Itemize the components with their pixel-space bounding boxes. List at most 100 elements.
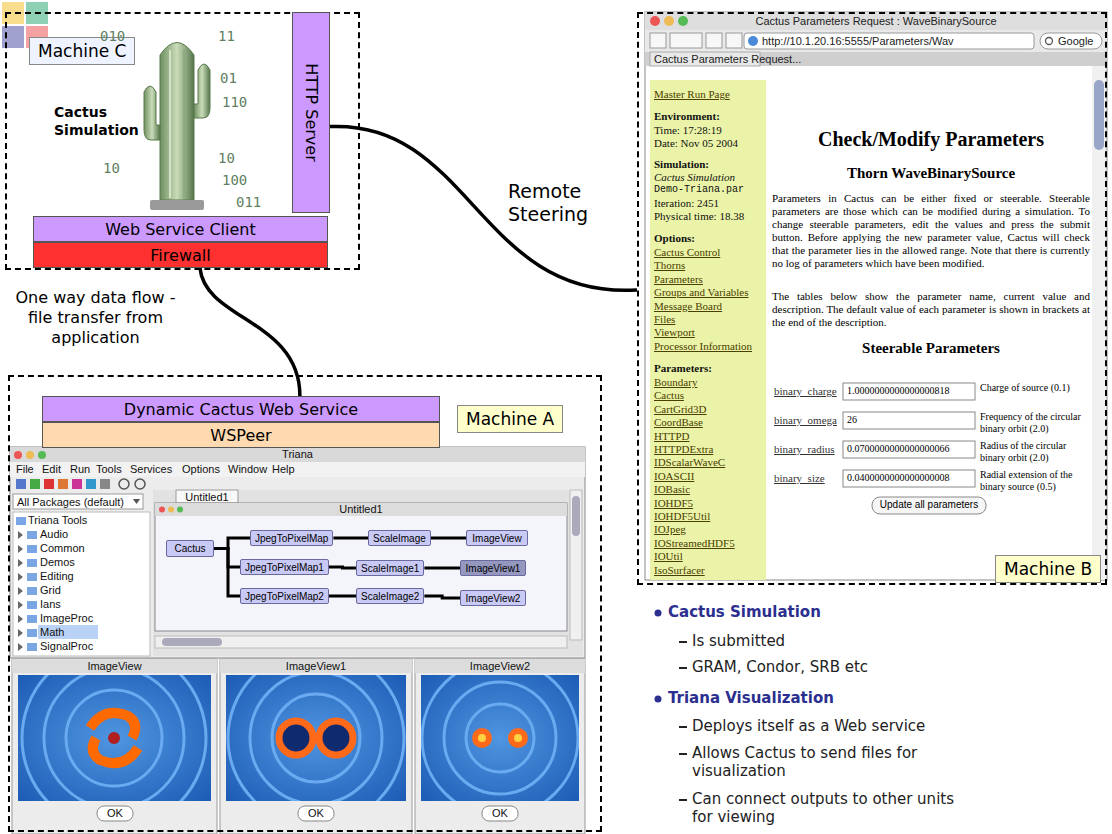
machine-region: Machine ADynamic Cactus Web ServiceWSPee… <box>8 375 602 832</box>
sidebar-text: Date: Nov 05 2004 <box>654 137 764 149</box>
sidebar-text: Environment: <box>654 110 764 122</box>
paragraph: Parameters in Cactus can be either fixed… <box>772 192 1090 270</box>
sidebar-text: Message Board <box>654 300 764 312</box>
connector <box>329 567 356 568</box>
browser-chrome-text: http://10.1.20.16:5555/Parameters/Wav <box>762 35 1030 47</box>
sidebar-text: IOBasic <box>654 483 764 495</box>
node-label: Cactus <box>174 543 205 554</box>
triana-unit: JpegToPixelMap <box>250 530 333 546</box>
browser-chrome-text: Cactus Parameters Request : WaveBinarySo… <box>645 15 1107 27</box>
node-label: ScaleImage2 <box>361 591 419 602</box>
connector <box>214 538 250 549</box>
parameter-name: binary_omega <box>774 414 840 426</box>
parameter-name: binary_charge <box>774 385 840 397</box>
triana-unit: JpegToPixelMap1 <box>240 559 329 575</box>
sidebar-text: HTTPD <box>654 430 764 442</box>
parameter-description: Charge of source (0.1) <box>980 382 1088 394</box>
window-text: OK <box>97 807 133 819</box>
node-label: Web Service Client <box>105 220 256 239</box>
node-label: Dynamic Cactus Web Service <box>124 400 358 419</box>
window-text: OK <box>482 807 518 819</box>
firewall-band: Firewall <box>33 242 328 268</box>
triana-unit: ScaleImage2 <box>356 588 424 604</box>
sidebar-text: Parameters: <box>654 362 764 374</box>
page-heading: Check/Modify Parameters <box>772 128 1090 151</box>
window-text: SignalProc <box>40 640 140 652</box>
window-text: Triana Tools <box>28 514 138 526</box>
window-text: ImageView1 <box>220 660 412 672</box>
sidebar-text: CoordBase <box>654 416 764 428</box>
triana-unit: Cactus <box>166 540 214 557</box>
binary-digits: 110 <box>222 94 262 110</box>
sidebar-text: Thorns <box>654 259 764 271</box>
sidebar-text: Options: <box>654 232 764 244</box>
sidebar-text: IDScalarWaveC <box>654 456 764 468</box>
window-text: Help <box>272 463 312 475</box>
node-label: ImageView <box>472 533 521 544</box>
window-text: Common <box>40 542 140 554</box>
triana-unit: ImageView2 <box>460 590 526 606</box>
binary-digits: 10 <box>103 160 133 176</box>
service-band: WSPeer <box>42 422 440 448</box>
window-text: Services <box>130 463 180 475</box>
sidebar-text: Cactus <box>654 389 764 401</box>
binary-digits: 011 <box>236 194 276 210</box>
window-text: ImageView <box>12 660 217 672</box>
triana-window <box>10 447 585 658</box>
client-band: Web Service Client <box>33 216 328 242</box>
window-text: Ians <box>40 598 140 610</box>
window-text: Grid <box>40 584 140 596</box>
window-text: Audio <box>40 528 140 540</box>
browser-window <box>645 12 1107 580</box>
connector <box>330 126 637 290</box>
sidebar-text: Viewport <box>654 326 764 338</box>
sidebar-text: Cactus Control <box>654 246 764 258</box>
service-band: Dynamic Cactus Web Service <box>42 396 440 422</box>
sidebar-text: Groups and Variables <box>654 286 764 298</box>
window-text: Triana <box>10 448 585 460</box>
sidebar-text: Physical time: 18.38 <box>654 210 764 222</box>
cactus-picture <box>144 43 210 211</box>
parameter-value: 26 <box>847 414 973 425</box>
node-label: ScaleImage <box>373 533 426 544</box>
triana-unit: ScaleImage1 <box>356 560 424 576</box>
node-label: Firewall <box>150 246 210 265</box>
sidebar-text: Demo-Triana.par <box>654 184 764 195</box>
sidebar-text: IOHDF5Util <box>654 510 764 522</box>
window-text: Math <box>40 626 140 638</box>
image-view-windows <box>12 646 585 834</box>
machine-region: Machine CCactus SimulationHTTP ServerWeb… <box>5 12 360 270</box>
parameter-description: Radial extension of the binary source (0… <box>980 469 1088 493</box>
triana-unit: JpegToPixelMap2 <box>240 588 329 604</box>
browser-chrome-text: Google <box>1058 35 1098 47</box>
button-label: Update all parameters <box>872 499 986 510</box>
connector <box>424 567 460 570</box>
binary-digits: 11 <box>218 28 248 44</box>
node-label: WSPeer <box>210 426 271 445</box>
connector-label: Remote Steering <box>505 180 611 226</box>
parameter-description: Radius of the circular binary orbit (2.0… <box>980 440 1088 464</box>
binary-digits: 10 <box>218 150 248 166</box>
sidebar-text: Cactus Simulation <box>654 171 764 183</box>
node-label: JpegToPixelMap2 <box>245 591 324 602</box>
window-text: Options <box>182 463 228 475</box>
triana-unit: ScaleImage <box>368 530 431 546</box>
binary-digits: 01 <box>220 70 250 86</box>
triana-unit: ImageView <box>466 530 528 546</box>
window-text: ImageView2 <box>415 660 585 672</box>
sidebar-text: Processor Information <box>654 340 764 352</box>
parameter-name: binary_size <box>774 472 840 484</box>
window-text: OK <box>298 807 334 819</box>
window-text: All Packages (default) <box>17 496 129 508</box>
sidebar-text: Simulation: <box>654 158 764 170</box>
node-label: Machine B <box>995 555 1101 583</box>
browser-chrome-text: Cactus Parameters Request... <box>654 53 758 65</box>
connector <box>329 595 356 598</box>
window-text: Untitled1 <box>176 491 238 503</box>
sidebar-text: IOASCII <box>654 470 764 482</box>
sidebar-text: Iteration: 2451 <box>654 197 764 209</box>
connector <box>424 596 460 598</box>
connector <box>214 549 240 597</box>
parameter-value: 0.0700000000000000066 <box>847 443 973 454</box>
window-text: Demos <box>40 556 140 568</box>
